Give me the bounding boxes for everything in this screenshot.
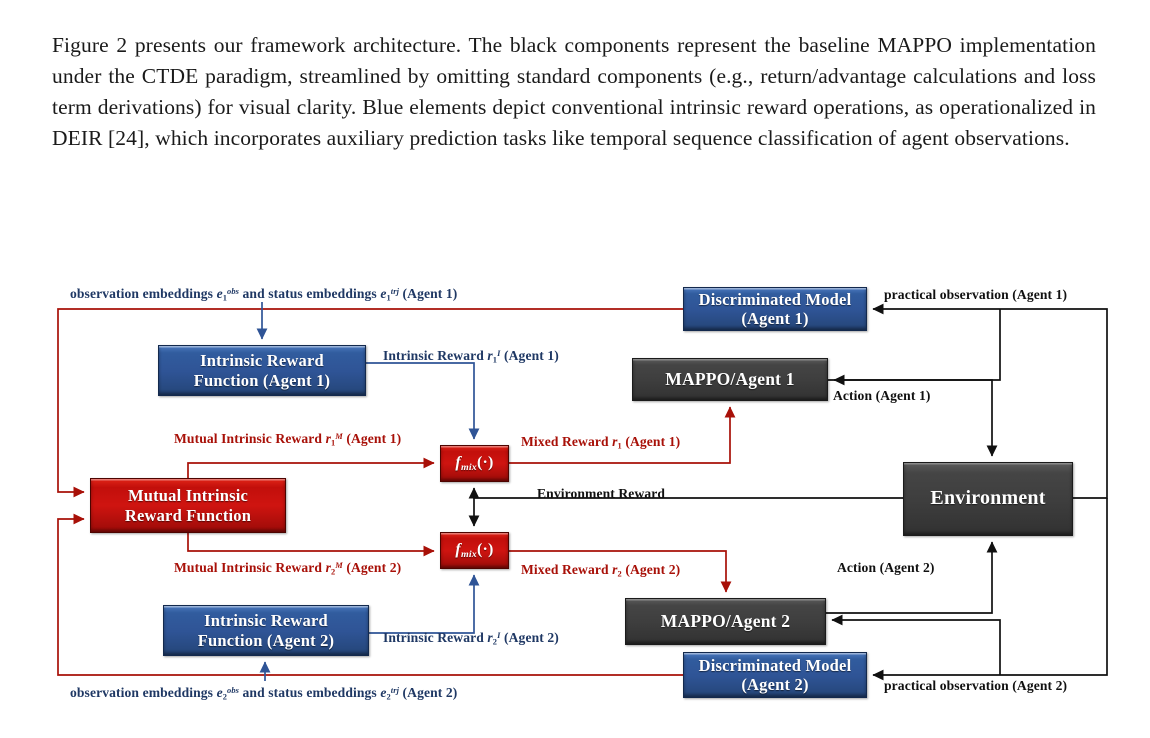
- f-mix-agent-1-node[interactable]: fmix(·): [440, 445, 509, 482]
- f-mix-agent-2-node[interactable]: fmix(·): [440, 532, 509, 569]
- node-line-1: Intrinsic Reward: [204, 611, 328, 631]
- framework-architecture-diagram: Discriminated Model (Agent 1) Intrinsic …: [0, 258, 1150, 738]
- edge-label-practical-observation-agent-2: practical observation (Agent 2): [884, 678, 1068, 693]
- node-line-1: Intrinsic Reward: [200, 351, 324, 371]
- edge-label-mixed-reward-agent-1: Mixed Reward r1 (Agent 1): [521, 434, 681, 451]
- diagram-connectors: [57, 302, 1108, 681]
- environment-node[interactable]: Environment: [903, 462, 1073, 536]
- edge-label-mutual-intrinsic-reward-agent-2: Mutual Intrinsic Reward r2M (Agent 2): [174, 559, 402, 577]
- node-line-1: fmix(·): [455, 541, 494, 560]
- edge-label-mutual-intrinsic-reward-agent-1: Mutual Intrinsic Reward r1M (Agent 1): [174, 430, 402, 448]
- node-line-2: Reward Function: [124, 505, 252, 525]
- intrinsic-reward-function-agent-2-node[interactable]: Intrinsic Reward Function (Agent 2): [163, 605, 369, 656]
- discriminated-model-agent-1-node[interactable]: Discriminated Model (Agent 1): [683, 287, 867, 331]
- edge-label-mixed-reward-agent-2: Mixed Reward r2 (Agent 2): [521, 562, 681, 579]
- mappo-agent-1-node[interactable]: MAPPO/Agent 1: [632, 358, 828, 401]
- edge-label-environment-reward: Environment Reward: [537, 486, 666, 501]
- edge-label-intrinsic-reward-agent-2: Intrinsic Reward r2I (Agent 2): [383, 629, 559, 647]
- edge-label-action-agent-1: Action (Agent 1): [833, 388, 931, 403]
- node-line-2: Function (Agent 2): [197, 630, 335, 650]
- node-line-1: Mutual Intrinsic: [127, 486, 249, 506]
- figure-description-paragraph: Figure 2 presents our framework architec…: [52, 33, 1096, 150]
- node-line-1: Discriminated Model: [698, 289, 852, 309]
- node-line-1: Environment: [930, 487, 1046, 510]
- edge-label-obs-embeddings-agent-1: observation embeddings e1obs and status …: [70, 285, 458, 303]
- node-line-2: (Agent 1): [741, 309, 809, 328]
- edge-label-practical-observation-agent-1: practical observation (Agent 1): [884, 287, 1068, 302]
- edge-label-intrinsic-reward-agent-1: Intrinsic Reward r1I (Agent 1): [383, 347, 559, 365]
- node-line-1: fmix(·): [455, 454, 494, 473]
- discriminated-model-agent-2-node[interactable]: Discriminated Model (Agent 2): [683, 652, 867, 698]
- edge-label-obs-embeddings-agent-2: observation embeddings e2obs and status …: [70, 684, 458, 702]
- intrinsic-reward-function-agent-1-node[interactable]: Intrinsic Reward Function (Agent 1): [158, 345, 366, 396]
- mutual-intrinsic-reward-function-node[interactable]: Mutual Intrinsic Reward Function: [90, 478, 286, 533]
- node-line-1: Discriminated Model: [698, 655, 852, 675]
- mappo-agent-2-node[interactable]: MAPPO/Agent 2: [625, 598, 826, 645]
- node-line-1: MAPPO/Agent 1: [665, 369, 795, 390]
- node-line-2: (Agent 2): [741, 675, 809, 694]
- node-line-2: Function (Agent 1): [193, 370, 331, 390]
- node-line-1: MAPPO/Agent 2: [660, 611, 791, 632]
- edge-label-action-agent-2: Action (Agent 2): [837, 560, 935, 575]
